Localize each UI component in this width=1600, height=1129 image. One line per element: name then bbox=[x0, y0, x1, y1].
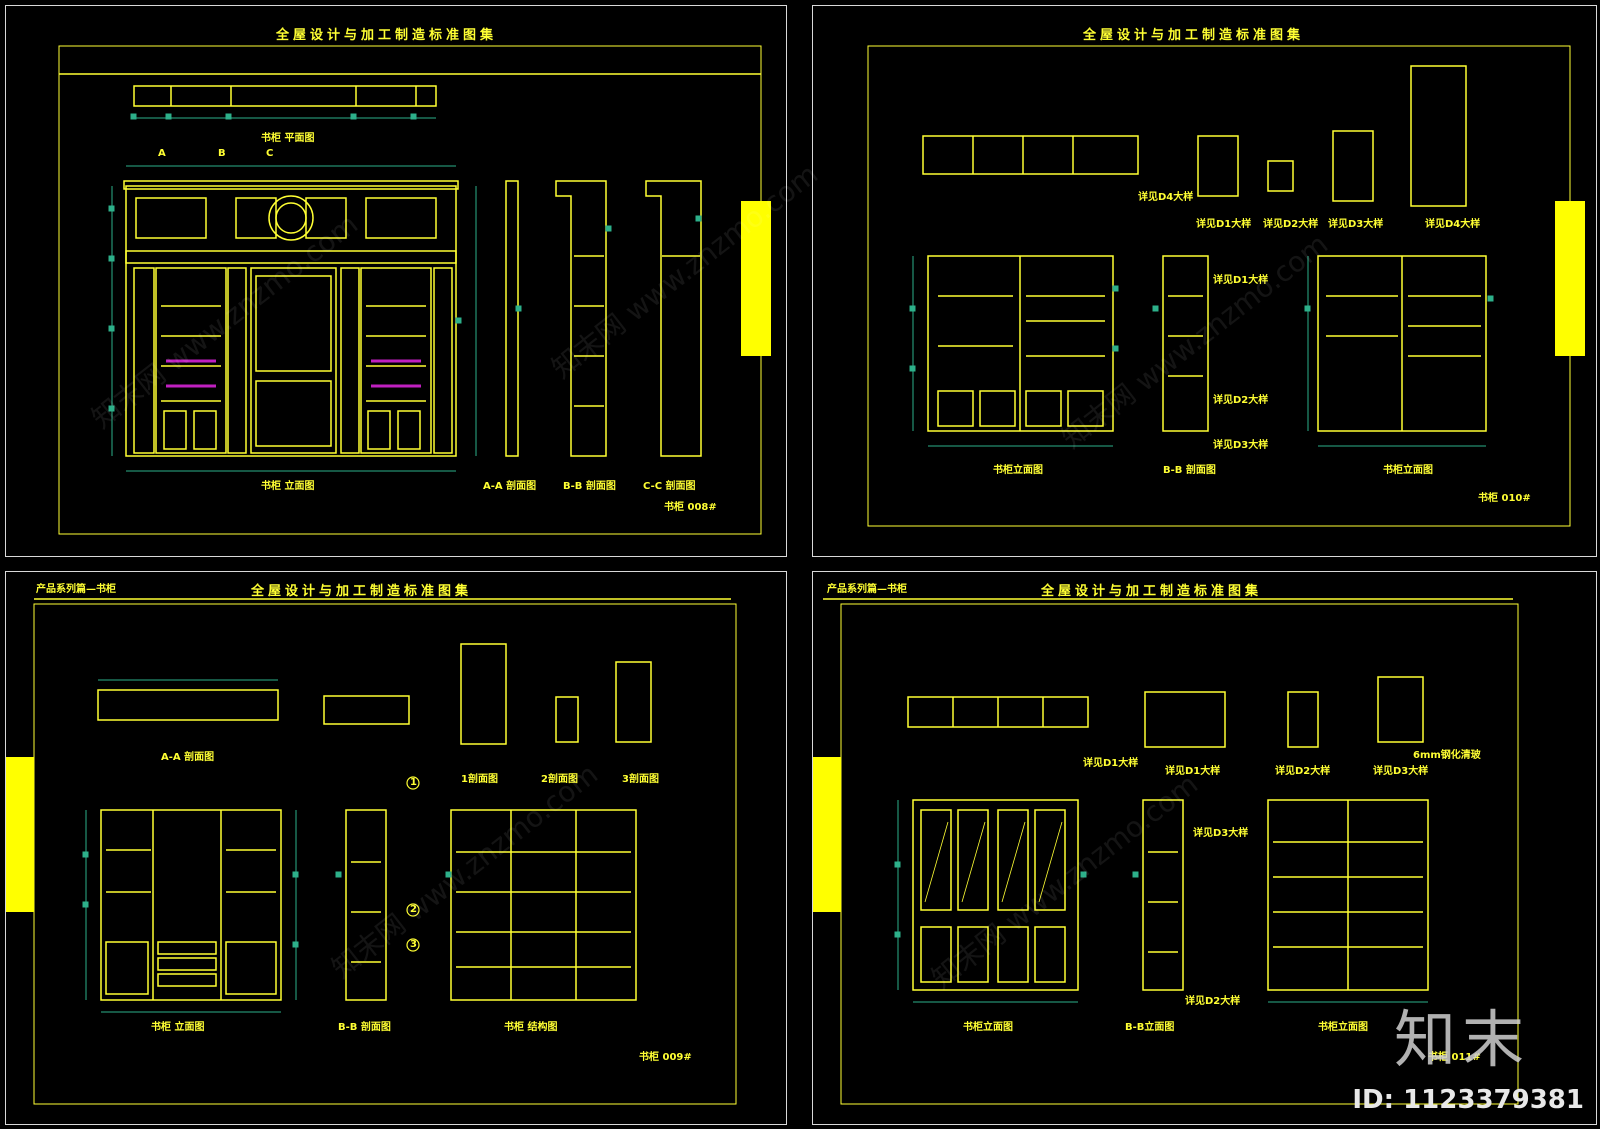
sheet-title: 全屋设计与加工制造标准图集 bbox=[276, 28, 498, 43]
sheet-title: 全屋设计与加工制造标准图集 bbox=[1083, 28, 1305, 43]
sheet-title: 全屋设计与加工制造标准图集 bbox=[251, 584, 473, 599]
sheet-title: 全屋设计与加工制造标准图集 bbox=[1041, 584, 1263, 599]
section-b-label: B-B 剖面图 bbox=[563, 481, 616, 492]
detail-d2-callout: 详见D2大样 bbox=[1213, 395, 1269, 406]
detail-mark-3: 3 bbox=[410, 939, 417, 950]
detail-d3-callout: 详见D3大样 bbox=[1213, 440, 1269, 451]
grid-mark-b: B bbox=[218, 148, 226, 159]
plan-label: 书柜 平面图 bbox=[261, 133, 315, 144]
image-id: ID: 1123379381 bbox=[1352, 1085, 1584, 1115]
sheet-number: 书柜 008# bbox=[664, 502, 717, 513]
detail-d1-callout: 详见D1大样 bbox=[1083, 758, 1139, 769]
drawing-sheet-008: 全屋设计与加工制造标准图集 书柜 平面图 A B C 书柜 立面图 A-A 剖面… bbox=[5, 5, 787, 557]
detail-d2-callout: 详见D2大样 bbox=[1185, 996, 1241, 1007]
detail-d4-callout: 详见D4大样 bbox=[1138, 192, 1194, 203]
sheet-011-linework bbox=[813, 598, 1519, 1105]
section-a-label: A-A 剖面图 bbox=[483, 481, 537, 492]
detail-mark-2: 2 bbox=[410, 904, 417, 915]
section-bb-label: B-B 剖面图 bbox=[338, 1022, 391, 1033]
drawing-sheet-011: 产品系列篇—书柜 全屋设计与加工制造标准图集 详见D1大样 详见D1大样 详见D… bbox=[812, 571, 1597, 1125]
grid-mark-a: A bbox=[158, 148, 166, 159]
znzmo-logo: 知末 bbox=[1393, 1003, 1530, 1076]
detail-d2-label: 详见D2大样 bbox=[1263, 219, 1319, 230]
glass-spec-callout: 6mm钢化清玻 bbox=[1413, 750, 1481, 761]
detail-d4-label: 详见D4大样 bbox=[1425, 219, 1481, 230]
sheet-008-linework bbox=[58, 45, 771, 535]
drawing-sheet-009: 产品系列篇—书柜 全屋设计与加工制造标准图集 A-A 剖面图 1剖面图 2剖面图… bbox=[5, 571, 787, 1125]
detail-d1-callout: 详见D1大样 bbox=[1213, 275, 1269, 286]
series-label: 产品系列篇—书柜 bbox=[36, 584, 116, 595]
detail-d3-label: 详见D3大样 bbox=[1373, 766, 1429, 777]
series-label: 产品系列篇—书柜 bbox=[827, 584, 907, 595]
section-3-label: 3剖面图 bbox=[622, 774, 659, 785]
sheet-number: 书柜 011# bbox=[1428, 1052, 1481, 1063]
sheet-number: 书柜 009# bbox=[639, 1052, 692, 1063]
elevation-label: 书柜 立面图 bbox=[151, 1022, 205, 1033]
elevation-label-left: 书柜立面图 bbox=[963, 1022, 1013, 1033]
sheet-number: 书柜 010# bbox=[1478, 493, 1531, 504]
detail-d2-label: 详见D2大样 bbox=[1275, 766, 1331, 777]
section-bb-label: B-B 剖面图 bbox=[1163, 465, 1216, 476]
section-2-label: 2剖面图 bbox=[541, 774, 578, 785]
elevation-label: 书柜 立面图 bbox=[261, 481, 315, 492]
elevation-label-left: 书柜立面图 bbox=[993, 465, 1043, 476]
detail-d3-callout: 详见D3大样 bbox=[1193, 828, 1249, 839]
drawing-sheet-010: 全屋设计与加工制造标准图集 详见D4大样 详见D1大样 详见D2大样 详见D3大… bbox=[812, 5, 1597, 557]
section-1-label: 1剖面图 bbox=[461, 774, 498, 785]
detail-mark-1: 1 bbox=[410, 777, 417, 788]
elevation-label-right: 书柜立面图 bbox=[1318, 1022, 1368, 1033]
section-c-label: C-C 剖面图 bbox=[643, 481, 696, 492]
detail-d3-label: 详见D3大样 bbox=[1328, 219, 1384, 230]
structure-label: 书柜 结构图 bbox=[504, 1022, 558, 1033]
sheet-010-linework bbox=[867, 45, 1585, 527]
detail-d1-label: 详见D1大样 bbox=[1196, 219, 1252, 230]
section-aa-label: A-A 剖面图 bbox=[161, 752, 215, 763]
elevation-label-right: 书柜立面图 bbox=[1383, 465, 1433, 476]
sheet-009-linework bbox=[6, 598, 737, 1105]
detail-d1-label: 详见D1大样 bbox=[1165, 766, 1221, 777]
grid-mark-c: C bbox=[266, 148, 274, 159]
section-bb-label: B-B立面图 bbox=[1125, 1022, 1175, 1033]
